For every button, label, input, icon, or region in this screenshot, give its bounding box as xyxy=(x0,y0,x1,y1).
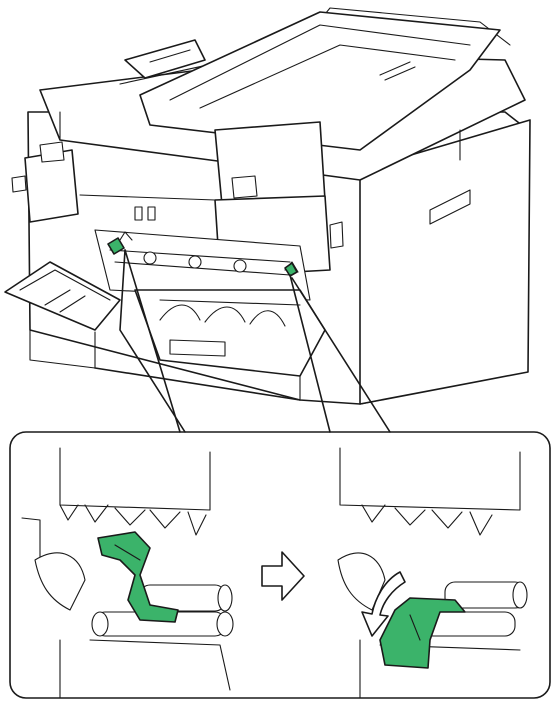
detail-panel xyxy=(9,431,551,699)
lever-highlight-top xyxy=(107,237,125,255)
green-lever-down xyxy=(379,597,466,669)
next-step-arrow xyxy=(261,551,305,601)
push-down-arrow xyxy=(361,571,406,637)
zoom-callout-lines xyxy=(119,249,391,433)
printer-rear-view xyxy=(4,7,531,405)
green-lever-up xyxy=(97,531,179,623)
detail-after xyxy=(337,447,528,699)
detail-before xyxy=(21,447,234,699)
